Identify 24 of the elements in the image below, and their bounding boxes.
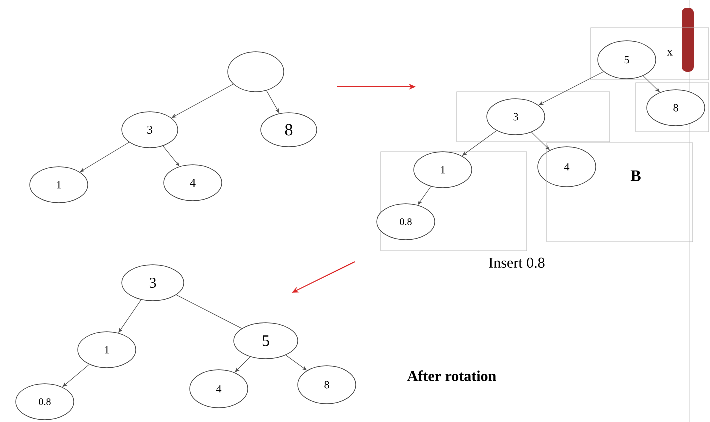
- caption-text: After rotation: [408, 370, 496, 382]
- tree-node: 3: [122, 112, 178, 148]
- tree-node: 1: [414, 152, 472, 188]
- tree-edge: [176, 294, 242, 329]
- subtree-box: [456, 92, 610, 142]
- tree-node: 8: [646, 90, 706, 126]
- empty-tree-node: [228, 52, 284, 92]
- subtree-box: [380, 152, 528, 252]
- tree-node: 8: [260, 112, 318, 148]
- tree-node: 0.8: [16, 384, 74, 420]
- tree-node: 4: [538, 146, 596, 188]
- tree-node: 8: [298, 366, 356, 404]
- tree-node: 3: [486, 98, 546, 136]
- tree-node: 1: [30, 166, 88, 204]
- tree-node: 0.8: [376, 204, 436, 240]
- tree-edge: [62, 364, 90, 388]
- tree-node: 5: [598, 40, 656, 80]
- tree-node: 4: [190, 370, 248, 408]
- subtree-box: [636, 82, 710, 132]
- tree-node: 4: [164, 164, 222, 202]
- tree-node: 1: [78, 332, 136, 368]
- tree-node: 3: [122, 264, 184, 302]
- tree-node: 5: [234, 322, 298, 360]
- caption-text: Insert 0.8: [489, 258, 545, 268]
